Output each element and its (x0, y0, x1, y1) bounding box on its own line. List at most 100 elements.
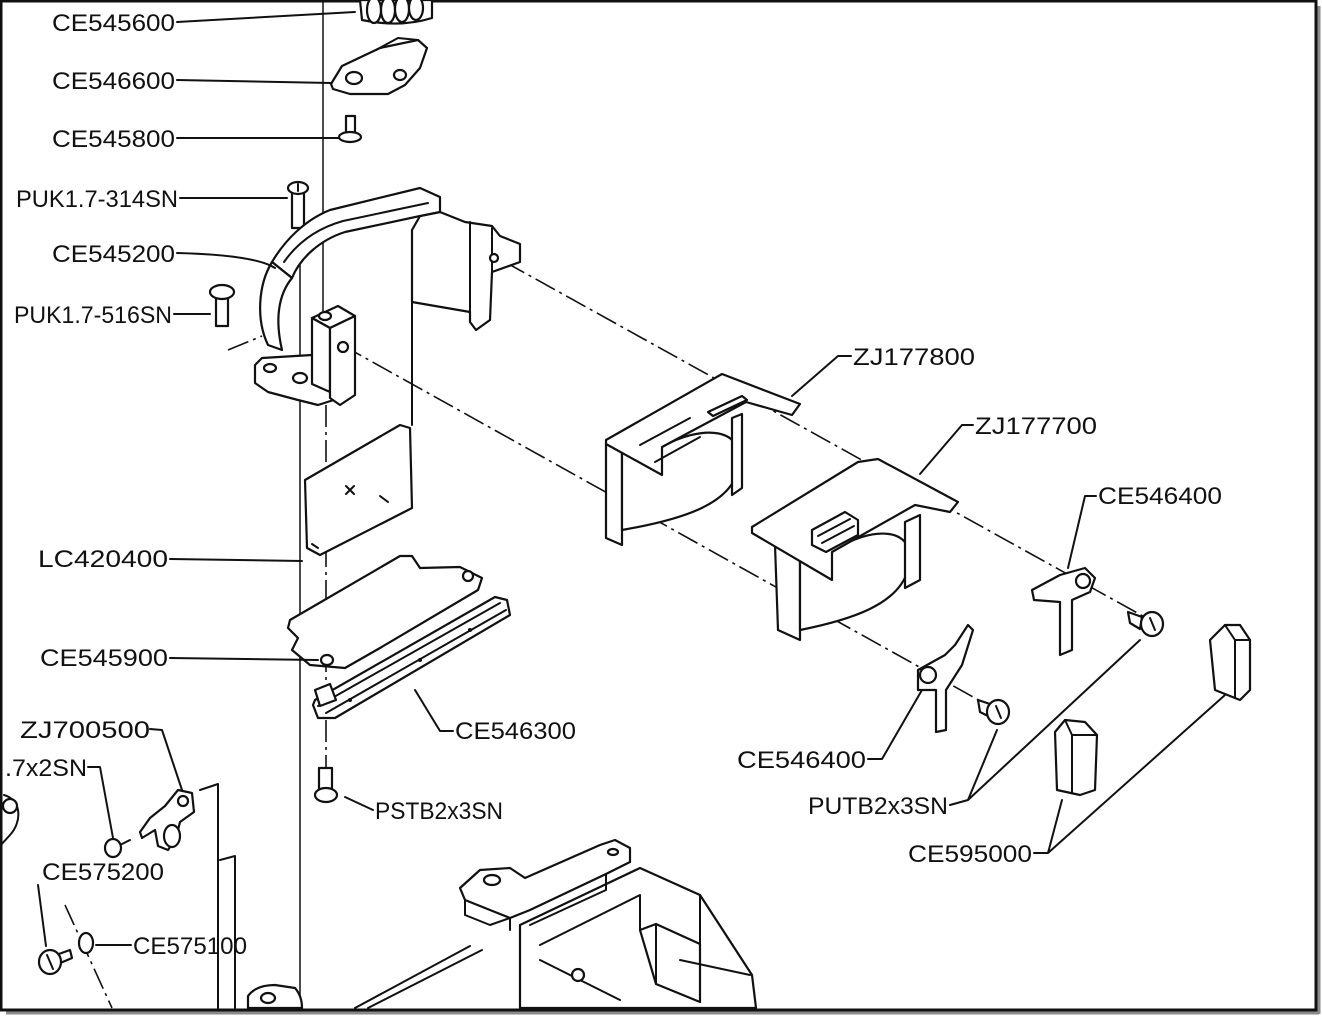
spring-coil-3 (393, 0, 411, 24)
part-ce575100-washer (77, 931, 95, 955)
spring-coil-4 (407, 0, 425, 22)
block-edges (1064, 719, 1098, 794)
part-zj700500-bracket (138, 788, 196, 852)
blade-right-leg (903, 513, 922, 590)
part-zj177800-blade (604, 372, 802, 547)
fragment-hole (1, 797, 19, 815)
spring-coil-1 (365, 0, 383, 25)
label-putb2x3sn: PUTB2x3SN (808, 793, 948, 820)
label-pstb2x3sn: PSTB2x3SN (375, 798, 503, 825)
part-ce545900-plate (286, 554, 484, 670)
screw-slot (46, 954, 54, 970)
block-body (1053, 718, 1099, 797)
leader-ce545600 (176, 11, 356, 23)
glass-marks (311, 485, 389, 549)
label-lc420400: LC420400 (38, 546, 168, 573)
part-ce545200-frame (253, 186, 522, 426)
plate-hole-right (461, 569, 475, 583)
frame-wall-edges (411, 221, 493, 426)
plate-tab (375, 37, 419, 51)
bar-edges (317, 602, 507, 714)
lever-body (1030, 566, 1097, 657)
frame-top-rim (270, 186, 442, 280)
screw-head (103, 837, 123, 859)
spring-coil-2 (379, 0, 397, 25)
part-puk-314sn-screw (286, 180, 310, 230)
chassis-left-rails (199, 783, 236, 1009)
label-ce575100: CE575100 (133, 933, 247, 960)
label-ce546400-upper: CE546400 (1098, 483, 1222, 510)
label-puk-516sn: PUK1.7-516SN (14, 302, 172, 329)
chassis-upper-arm (458, 838, 632, 920)
leader-ce545200 (176, 252, 276, 269)
chassis-arm-small-hole (606, 847, 620, 857)
chassis-hole (570, 967, 586, 983)
part-zj177700-blade (750, 457, 960, 642)
chassis-arm-faces (464, 873, 607, 931)
frame-base-hole-left (262, 362, 278, 374)
part-labels: CE545600 CE546600 CE545800 PUK1.7-314SN … (5, 10, 1222, 960)
block-body (1208, 623, 1252, 702)
leader-zj177800 (791, 355, 852, 397)
label-ce546600: CE546600 (52, 68, 175, 95)
plate-hole-left (344, 70, 364, 86)
chassis-arm-hole (482, 873, 502, 887)
screw-shank (290, 188, 306, 230)
bar-left-end (313, 682, 338, 708)
leader-zj177700 (919, 424, 974, 475)
screw-shank (1126, 610, 1144, 631)
washer-ring (77, 931, 95, 955)
chassis-left-boss-hole (259, 991, 277, 1005)
plate-hole-left (319, 653, 335, 667)
label-zj177800: ZJ177800 (853, 344, 975, 371)
frame-post-front (310, 316, 332, 394)
leader-7x2sn (87, 766, 114, 839)
bar-dot-3 (468, 628, 472, 632)
label-ce545200: CE545200 (52, 241, 175, 268)
leader-putb2x3sn (949, 639, 1141, 806)
blade-top-plate (604, 372, 802, 477)
axis-upper-diagonal (504, 261, 1151, 621)
label-zj177700: ZJ177700 (975, 413, 1097, 440)
label-ce546400-lower: CE546400 (737, 747, 866, 774)
leader-ce546600 (176, 79, 332, 84)
chassis-long-edge (354, 945, 483, 1009)
screw-head (313, 786, 339, 804)
lever-body (916, 623, 975, 734)
leader-pstb2x3sn (344, 796, 374, 811)
bar-dot-1 (348, 698, 352, 702)
bar-body (311, 595, 512, 720)
part-left-edge-fragment (0, 794, 20, 847)
blade-left-leg (604, 442, 624, 547)
frame-right-wall (410, 210, 522, 332)
leader-ce546400-upper (1067, 495, 1097, 569)
frame-tab-hole (488, 252, 500, 264)
bracket-roller (162, 823, 182, 849)
axis-screw-516 (227, 335, 263, 351)
blade-block-ridges (817, 518, 855, 544)
leader-ce546300 (414, 689, 454, 732)
blade-plate-lines (639, 417, 701, 463)
leader-ce545900 (169, 657, 319, 661)
screw-shank (119, 839, 131, 846)
label-ce545900: CE545900 (40, 645, 168, 672)
label-ce545800: CE545800 (52, 126, 175, 153)
part-putb2x3sn-screw-lower (976, 698, 1011, 726)
part-ce575200-screw (37, 948, 74, 976)
axis-lower-diagonal (341, 344, 1001, 713)
label-7x2sn-partial: .7x2SN (5, 755, 87, 782)
part-puk-516sn-screw (208, 283, 236, 328)
rail-lines (199, 783, 236, 1009)
bar-dot-2 (418, 658, 422, 662)
label-ce545600: CE545600 (52, 10, 175, 37)
leader-ce546400-lower (867, 689, 923, 760)
blade-slot (706, 394, 749, 418)
label-zj700500: ZJ700500 (20, 717, 150, 744)
part-lc420400-glass (303, 423, 414, 557)
part-bottom-chassis (246, 838, 758, 1010)
frame-post-hole (317, 310, 333, 322)
frame-base-hole-right (291, 371, 309, 385)
leader-lc420400 (169, 558, 303, 562)
